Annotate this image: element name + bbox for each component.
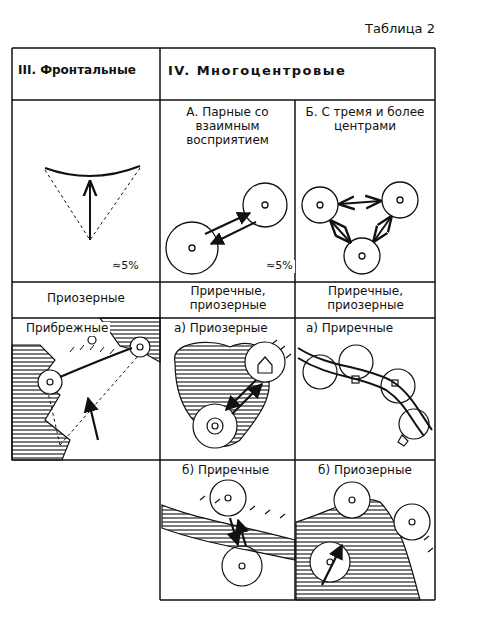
- map-caption: б) Приречные: [180, 464, 271, 478]
- share-value: ≈5%: [264, 260, 295, 273]
- river-pair-map: [162, 480, 295, 586]
- three-centre-scheme: [302, 182, 418, 274]
- subcolumn-heading: Б. С тремя и более центрами: [300, 106, 430, 134]
- map-caption: а) Приречные: [304, 322, 395, 336]
- table-title: Таблица 2: [365, 22, 435, 37]
- subcolumn-heading: А. Парные со взаимным восприятием: [165, 106, 290, 147]
- table-grid: [12, 48, 435, 600]
- map-caption: Прибрежные: [24, 322, 110, 336]
- river-chain-map: [298, 345, 432, 446]
- coastal-map: [12, 318, 160, 460]
- map-caption: б) Приозерные: [316, 464, 414, 478]
- map-caption: а) Приозерные: [172, 322, 270, 336]
- row-heading: Приречные, приозерные: [299, 285, 432, 313]
- column-heading: III. Фронтальные: [18, 64, 156, 78]
- share-value: ≈5%: [112, 260, 139, 273]
- frontal-scheme: [45, 166, 140, 240]
- row-heading: Приречные, приозерные: [164, 285, 292, 313]
- lake-pair-map: [175, 340, 291, 448]
- column-heading: IV. Многоцентровые: [168, 64, 430, 79]
- row-heading: Приозерные: [16, 292, 156, 306]
- lake-chain-map: [296, 482, 433, 600]
